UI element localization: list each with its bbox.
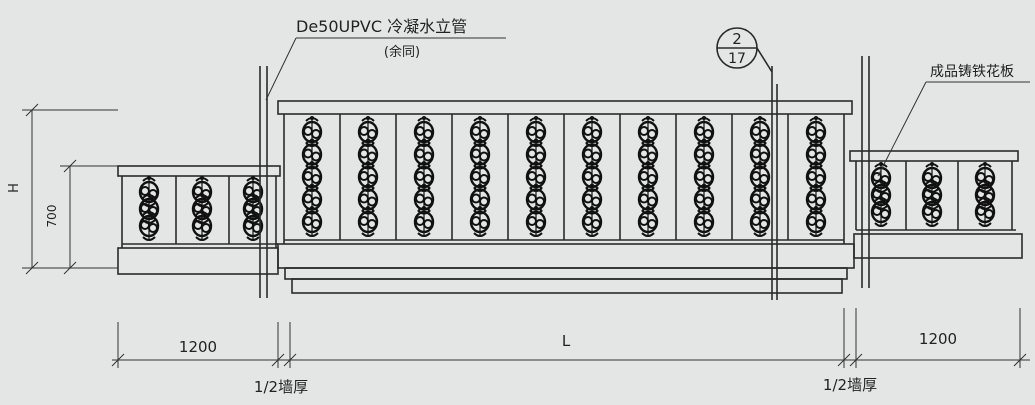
dim-left-label: 1200 <box>179 338 217 356</box>
center-step <box>291 278 843 294</box>
pipe-annotation: De50UPVC 冷凝水立管 (余同) <box>265 17 506 101</box>
dim-h-label: H <box>7 183 22 193</box>
dim-700-label: 700 <box>45 205 59 228</box>
detail-number: 2 <box>732 30 742 48</box>
right-handrail <box>849 150 1019 162</box>
tick <box>25 103 39 117</box>
horizontal-dimensions: 1200 L 1200 1/2墙厚 1/2墙厚 <box>111 308 1030 396</box>
tick <box>837 353 851 367</box>
left-base-slab <box>117 247 279 275</box>
tick <box>849 353 863 367</box>
detail-sheet: 17 <box>728 51 746 67</box>
center-base-slab <box>277 243 855 269</box>
center-railing-section <box>277 100 855 294</box>
panel-note-leader <box>877 81 927 177</box>
tick <box>111 353 125 367</box>
pipe-note-sub: (余同) <box>384 44 420 60</box>
tick <box>271 353 285 367</box>
tick <box>63 261 77 275</box>
dim-right-label: 1200 <box>919 330 957 348</box>
right-base-slab <box>853 233 1023 259</box>
vertical-dimensions: H 700 <box>7 103 118 275</box>
left-handrail <box>117 165 281 177</box>
detail-leader <box>756 47 773 73</box>
pipe-note-leader <box>265 37 297 101</box>
wall-right-label: 1/2墙厚 <box>823 376 877 394</box>
tick <box>1013 353 1027 367</box>
tick <box>63 159 77 173</box>
panel-note: 成品铸铁花板 <box>930 64 1014 80</box>
tick <box>25 261 39 275</box>
tick <box>283 353 297 367</box>
dim-center-label: L <box>562 332 571 350</box>
center-step <box>284 267 848 280</box>
panel-annotation: 成品铸铁花板 <box>877 64 1030 177</box>
right-railing-section <box>849 150 1023 259</box>
left-railing-section <box>117 165 281 275</box>
center-handrail <box>277 100 853 115</box>
detail-callout: 2 17 <box>716 27 773 73</box>
wall-left-label: 1/2墙厚 <box>254 378 308 396</box>
pipe-note: De50UPVC 冷凝水立管 <box>296 17 467 36</box>
